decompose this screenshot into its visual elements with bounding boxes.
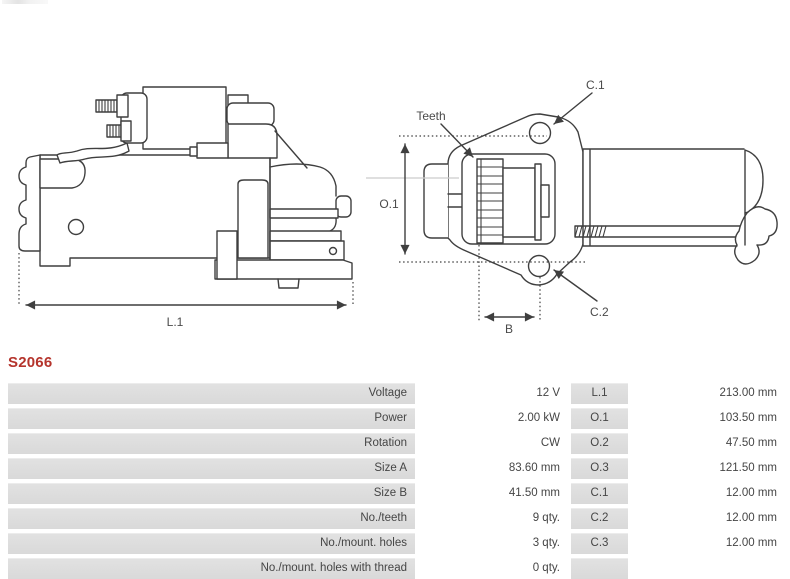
spec-label: No./teeth	[8, 508, 415, 529]
spec-table-row: Size A 83.60 mm O.3 121.50 mm	[8, 458, 783, 479]
starter-side-view	[18, 86, 353, 289]
spec-label: No./mount. holes with thread	[8, 558, 415, 579]
pinion-gear	[476, 158, 504, 244]
mounting-foot	[214, 230, 353, 289]
spec-value: 83.60 mm	[419, 458, 567, 479]
teeth-label: Teeth	[416, 109, 445, 123]
spec-table-row: Power 2.00 kW O.1 103.50 mm	[8, 408, 783, 429]
spec-table-row: Size B 41.50 mm C.1 12.00 mm	[8, 483, 783, 504]
product-code: S2066	[8, 354, 53, 371]
spec-dim-value: 47.50 mm	[632, 433, 783, 454]
spec-value: 2.00 kW	[419, 408, 567, 429]
cutoff-text-fragment	[2, 0, 48, 4]
spec-dim-label: O.1	[571, 408, 628, 429]
spec-dim-value: 12.00 mm	[632, 483, 783, 504]
o1-dimension: O.1	[379, 135, 586, 263]
spec-value: 3 qty.	[419, 533, 567, 554]
spec-table-row: No./teeth 9 qty. C.2 12.00 mm	[8, 508, 783, 529]
l1-label: L.1	[167, 315, 184, 329]
spec-dim-label: C.2	[571, 508, 628, 529]
spec-value: 41.50 mm	[419, 483, 567, 504]
spec-value: CW	[419, 433, 567, 454]
starter-front-view	[366, 113, 778, 286]
spec-label: No./mount. holes	[8, 533, 415, 554]
spec-dim-value: 103.50 mm	[632, 408, 783, 429]
c2-label: C.2	[590, 305, 609, 319]
spec-value: 9 qty.	[419, 508, 567, 529]
spec-dim-label	[571, 558, 628, 579]
spec-value: 0 qty.	[419, 558, 567, 579]
spec-dim-value	[632, 558, 783, 579]
teeth-callout: Teeth	[416, 109, 474, 158]
spec-value: 12 V	[419, 383, 567, 404]
c1-callout: C.1	[553, 78, 605, 125]
b-label: B	[505, 322, 513, 336]
motor-body	[574, 148, 778, 265]
spec-label: Power	[8, 408, 415, 429]
spec-table-row: No./mount. holes 3 qty. C.3 12.00 mm	[8, 533, 783, 554]
b-dimension: B	[478, 245, 541, 336]
spec-dim-value: 213.00 mm	[632, 383, 783, 404]
spec-table-row: Voltage 12 V L.1 213.00 mm	[8, 383, 783, 404]
c1-label: C.1	[586, 78, 605, 92]
l1-dimension: L.1	[18, 253, 354, 329]
spec-dim-label: C.1	[571, 483, 628, 504]
c2-callout: C.2	[553, 269, 609, 319]
spec-label: Size A	[8, 458, 415, 479]
solenoid	[95, 86, 227, 150]
mount-hole-c1	[528, 121, 552, 145]
o1-label: O.1	[379, 197, 399, 211]
spec-dim-value: 12.00 mm	[632, 508, 783, 529]
spec-label: Rotation	[8, 433, 415, 454]
spec-label: Size B	[8, 483, 415, 504]
spec-dim-label: O.2	[571, 433, 628, 454]
spec-table-row: No./mount. holes with thread 0 qty.	[8, 558, 783, 579]
spec-label: Voltage	[8, 383, 415, 404]
spec-dim-label: C.3	[571, 533, 628, 554]
spec-dim-label: O.3	[571, 458, 628, 479]
spec-dim-label: L.1	[571, 383, 628, 404]
mount-hole-c2	[527, 254, 551, 278]
spec-dim-value: 12.00 mm	[632, 533, 783, 554]
spec-dim-value: 121.50 mm	[632, 458, 783, 479]
spec-table-row: Rotation CW O.2 47.50 mm	[8, 433, 783, 454]
technical-drawing: L.1	[18, 78, 778, 336]
drive-housing	[237, 157, 352, 261]
spec-table: Voltage 12 V L.1 213.00 mm Power 2.00 kW…	[8, 383, 783, 579]
